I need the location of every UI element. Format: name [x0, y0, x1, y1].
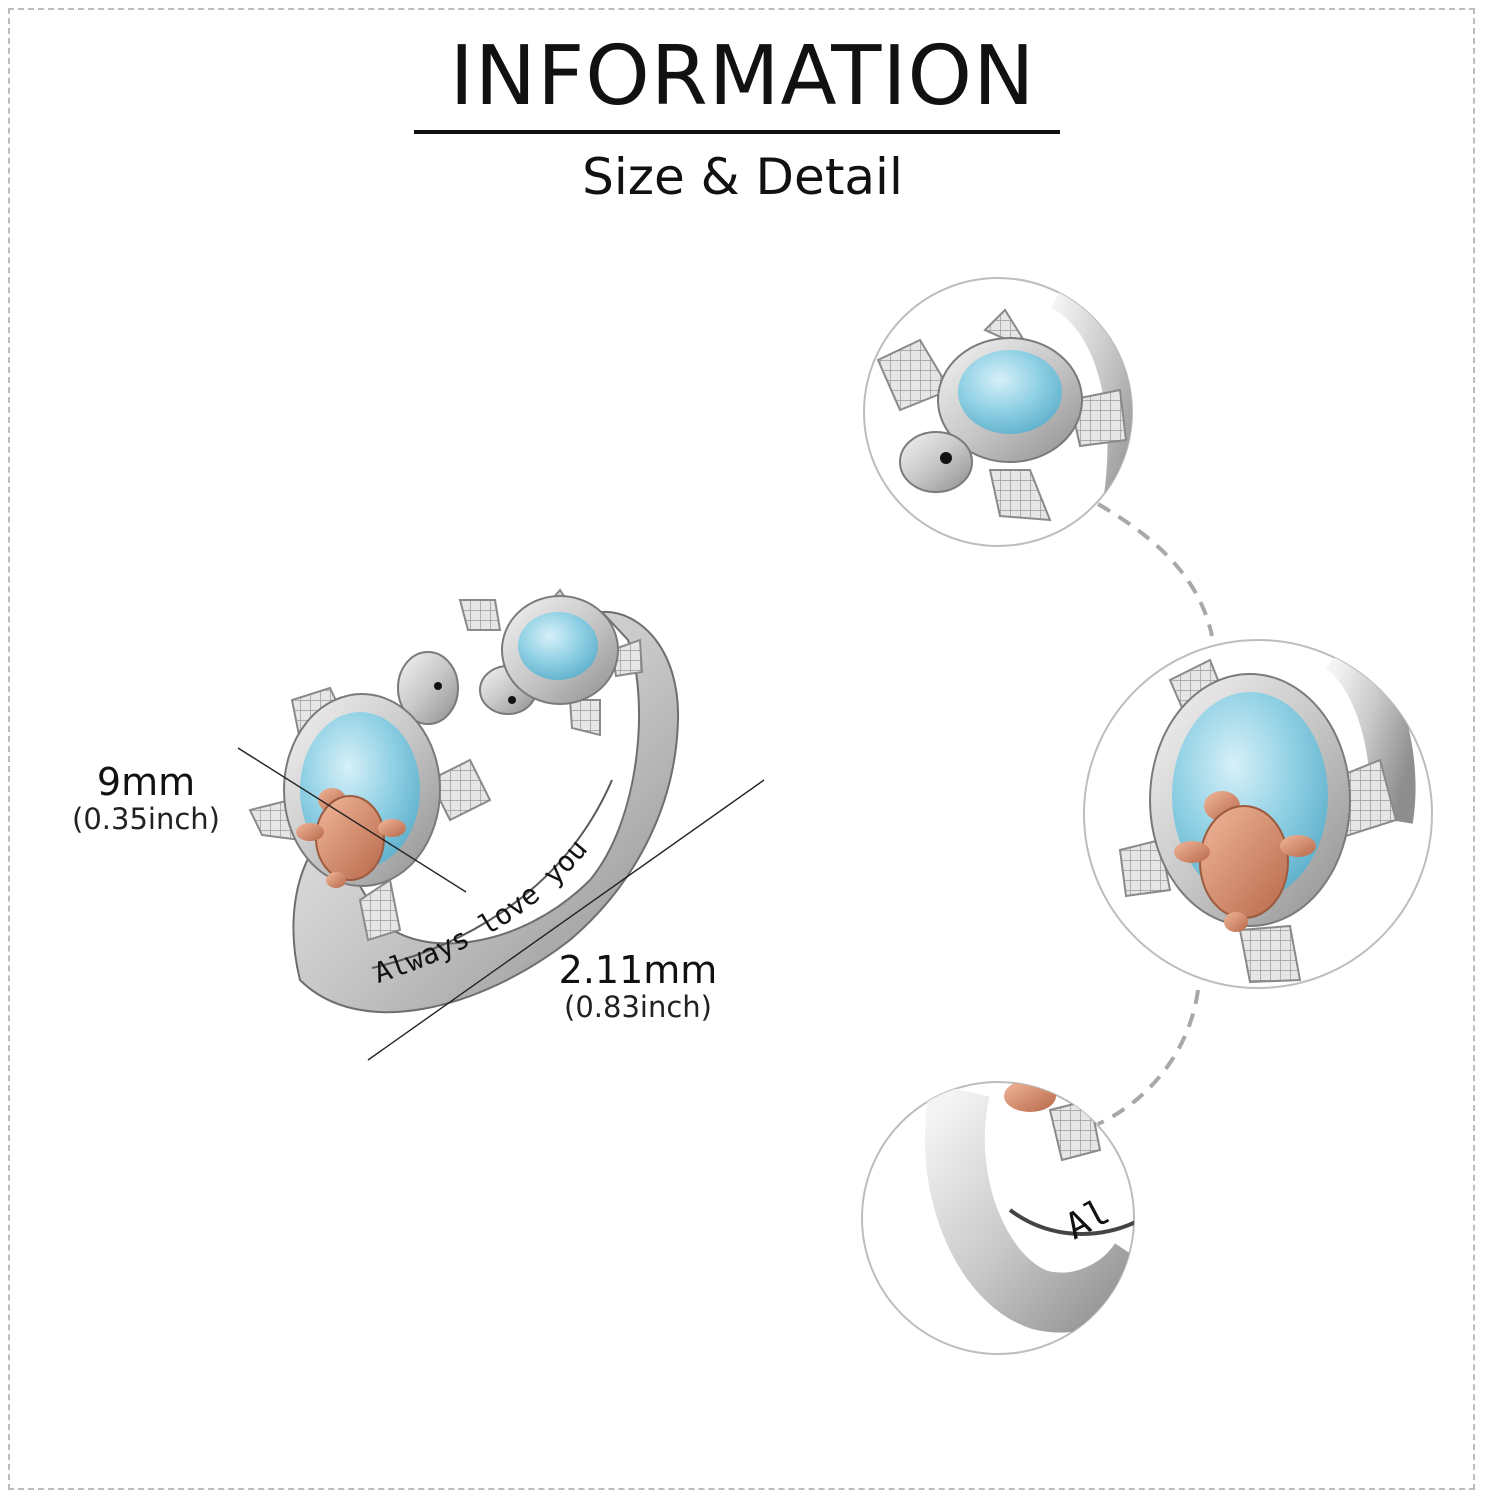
- length-dimension-line: [367, 779, 765, 1061]
- width-dimension-line: [237, 747, 467, 893]
- length-dimension-label: 2.11mm (0.83inch): [548, 948, 728, 1024]
- baby-rose-turtle: [296, 788, 406, 888]
- dashed-frame: [8, 8, 1475, 1490]
- width-value: 9mm: [96, 760, 196, 804]
- detail-circle-engraving: Al: [861, 1081, 1135, 1355]
- page-subtitle: Size & Detail: [582, 148, 903, 206]
- detail-connector-bottom: [1097, 989, 1200, 1126]
- detail-circle-turtle-head: [863, 277, 1133, 547]
- small-turtle: [458, 588, 644, 737]
- large-turtle: [248, 651, 492, 942]
- page-title: INFORMATION: [449, 29, 1036, 124]
- ring-main: Always love you: [237, 588, 765, 1061]
- length-imperial: (0.83inch): [564, 989, 712, 1024]
- detail-connector-top: [1096, 502, 1214, 637]
- width-dimension-label: 9mm (0.35inch): [56, 760, 236, 836]
- title-underline: [414, 130, 1060, 134]
- width-imperial: (0.35inch): [72, 801, 220, 836]
- length-value: 2.11mm: [558, 948, 718, 992]
- detail-circle-stone: [1083, 639, 1433, 989]
